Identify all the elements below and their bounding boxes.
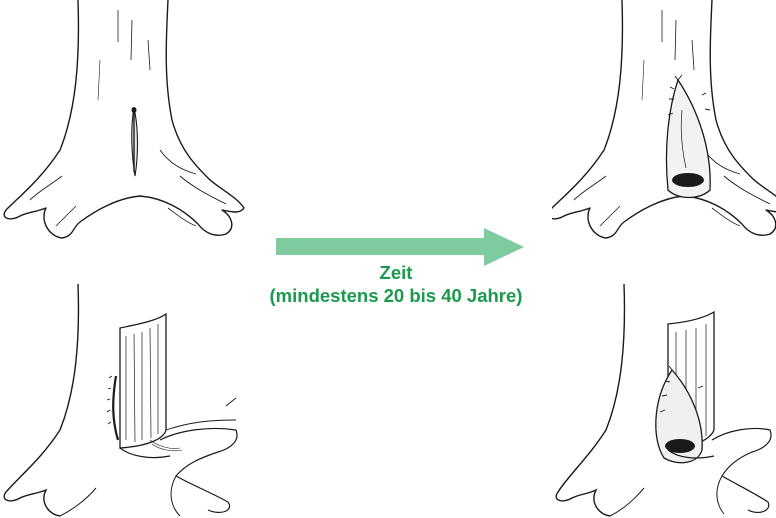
caption-line-1: Zeit	[236, 262, 556, 284]
decay-hole	[672, 173, 704, 187]
tree-panel-bottom-right	[552, 280, 776, 518]
tree-large-cavity-illustration	[552, 280, 776, 518]
tree-panel-top-left	[0, 0, 250, 250]
caption-line-2: (mindestens 20 bis 40 Jahre)	[236, 285, 556, 307]
arrow-right-icon	[276, 228, 524, 266]
tree-bark-wound-illustration	[0, 280, 250, 518]
tree-cavity-illustration	[552, 0, 776, 250]
tree-fresh-wound-illustration	[0, 0, 250, 250]
tree-panel-bottom-left	[0, 280, 250, 518]
exposed-wood	[120, 314, 166, 448]
time-caption: Zeit (mindestens 20 bis 40 Jahre)	[236, 262, 556, 307]
tree-panel-top-right	[552, 0, 776, 250]
